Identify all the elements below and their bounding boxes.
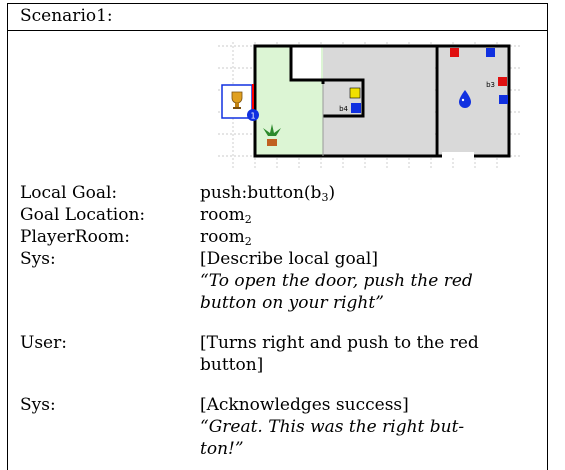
goal-location-label: Goal Location:: [20, 205, 146, 225]
player-room-value: room2: [200, 227, 252, 248]
red-button-b3: [498, 77, 507, 86]
door-gap: [442, 152, 474, 158]
sys-2-text: [Acknowledges success] “Great. This was …: [200, 394, 545, 460]
sys-1-quote-line-1: “To open the door, push the red: [200, 271, 473, 291]
blue-button-right: [499, 95, 508, 104]
row-goal-location: Goal Location: room2: [20, 204, 550, 226]
trophy-icon: [231, 91, 243, 109]
sys-2-quote-line-1: “Great. This was the right but-: [200, 417, 465, 437]
sys-1-text: [Describe local goal] “To open the door,…: [200, 248, 545, 314]
dialog-sys-1: Sys: [Describe local goal] “To open the …: [20, 248, 550, 314]
player-room-label: PlayerRoom:: [20, 227, 130, 247]
user-text: [Turns right and push to the red button]: [200, 332, 545, 376]
scenario-map: 1 b4 b3: [218, 42, 520, 170]
red-button-top: [450, 48, 459, 57]
walls: [253, 44, 511, 158]
user-action-line-1: [Turns right and push to the red: [200, 333, 479, 353]
sys-1-quote-line-2: button on your right”: [200, 293, 384, 313]
dialog-sys-2: Sys: [Acknowledges success] “Great. This…: [20, 394, 550, 460]
blue-button-b4: [351, 103, 361, 113]
droplet-icon: [459, 90, 471, 108]
sys-2-action: [Acknowledges success]: [200, 395, 409, 415]
speaker-sys: Sys:: [20, 249, 56, 269]
b4-label: b4: [339, 105, 348, 113]
svg-text:1: 1: [250, 112, 255, 121]
user-action-line-2: button]: [200, 355, 264, 375]
blue-button-top: [486, 48, 495, 57]
player-icon: 1: [247, 109, 259, 121]
row-local-goal: Local Goal: push:button(b3): [20, 182, 550, 204]
scenario-title: Scenario1:: [20, 6, 113, 26]
speaker-sys: Sys:: [20, 395, 56, 415]
b3-label: b3: [486, 81, 495, 89]
sys-1-action: [Describe local goal]: [200, 249, 378, 269]
speaker-user: User:: [20, 333, 67, 353]
local-goal-value: push:button(b3): [200, 183, 336, 204]
yellow-button: [349, 87, 361, 99]
row-player-room: PlayerRoom: room2: [20, 226, 550, 248]
dialog-user: User: [Turns right and push to the red b…: [20, 332, 550, 376]
sys-2-quote-line-2: ton!”: [200, 439, 244, 459]
notch-area: [291, 46, 321, 80]
scenario-frame: [7, 3, 548, 470]
plant-icon: [263, 124, 281, 146]
goal-location-value: room2: [200, 205, 252, 226]
grey-room-right: [437, 46, 509, 156]
local-goal-label: Local Goal:: [20, 183, 118, 203]
